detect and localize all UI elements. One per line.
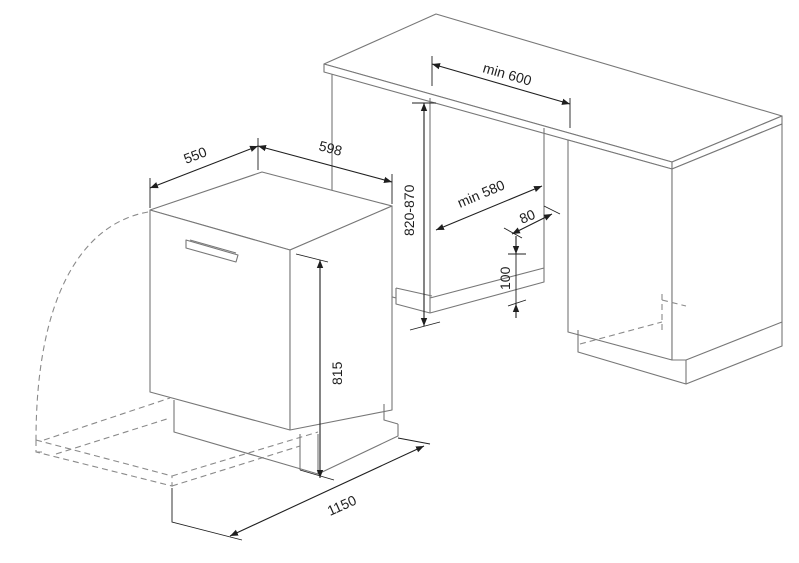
- right-cabinet-side: [671, 123, 783, 361]
- right-cabinet-plinth-bottom: [685, 322, 783, 385]
- label-door-swing: 1150: [325, 492, 359, 519]
- door-handle: [185, 239, 239, 263]
- dim-niche-width-line: [431, 63, 571, 105]
- open-door-far-edge: [55, 417, 301, 487]
- door-swing-arc: [35, 211, 149, 441]
- label-depth: 550: [181, 143, 209, 166]
- label-niche-height: 820-870: [401, 184, 417, 236]
- dim-depth-line: [149, 145, 259, 189]
- left-cabinet-plinth: [395, 287, 433, 297]
- label-width: 598: [317, 137, 344, 159]
- dishwasher-side: [289, 205, 393, 431]
- dim-swing-ext: [171, 437, 431, 541]
- right-cabinet-hidden-edge: [579, 294, 687, 345]
- niche-floor: [429, 268, 545, 314]
- dishwasher: [35, 171, 399, 487]
- dim-width-line: [257, 144, 393, 184]
- label-plinth-height: 100: [497, 266, 513, 290]
- niche-back-wall: [429, 98, 545, 313]
- open-door-edge: [43, 397, 319, 477]
- right-cabinet-front: [567, 139, 673, 361]
- dim-plinth-height-ext: [507, 253, 527, 307]
- dim-plinth-depth-line: [511, 213, 553, 235]
- label-height: 815: [329, 361, 345, 385]
- dim-niche-depth-line: [435, 185, 543, 231]
- dimension-lines: [149, 56, 571, 541]
- right-cabinet-plinth: [577, 330, 687, 385]
- dim-swing-line: [229, 445, 425, 537]
- open-door-outline: [35, 439, 173, 487]
- kitchen-cabinet: [323, 13, 783, 385]
- label-plinth-depth: 80: [517, 206, 538, 227]
- dishwasher-base-side: [317, 424, 399, 475]
- label-niche-depth: min 580: [455, 176, 507, 210]
- door-handle-top: [189, 239, 237, 254]
